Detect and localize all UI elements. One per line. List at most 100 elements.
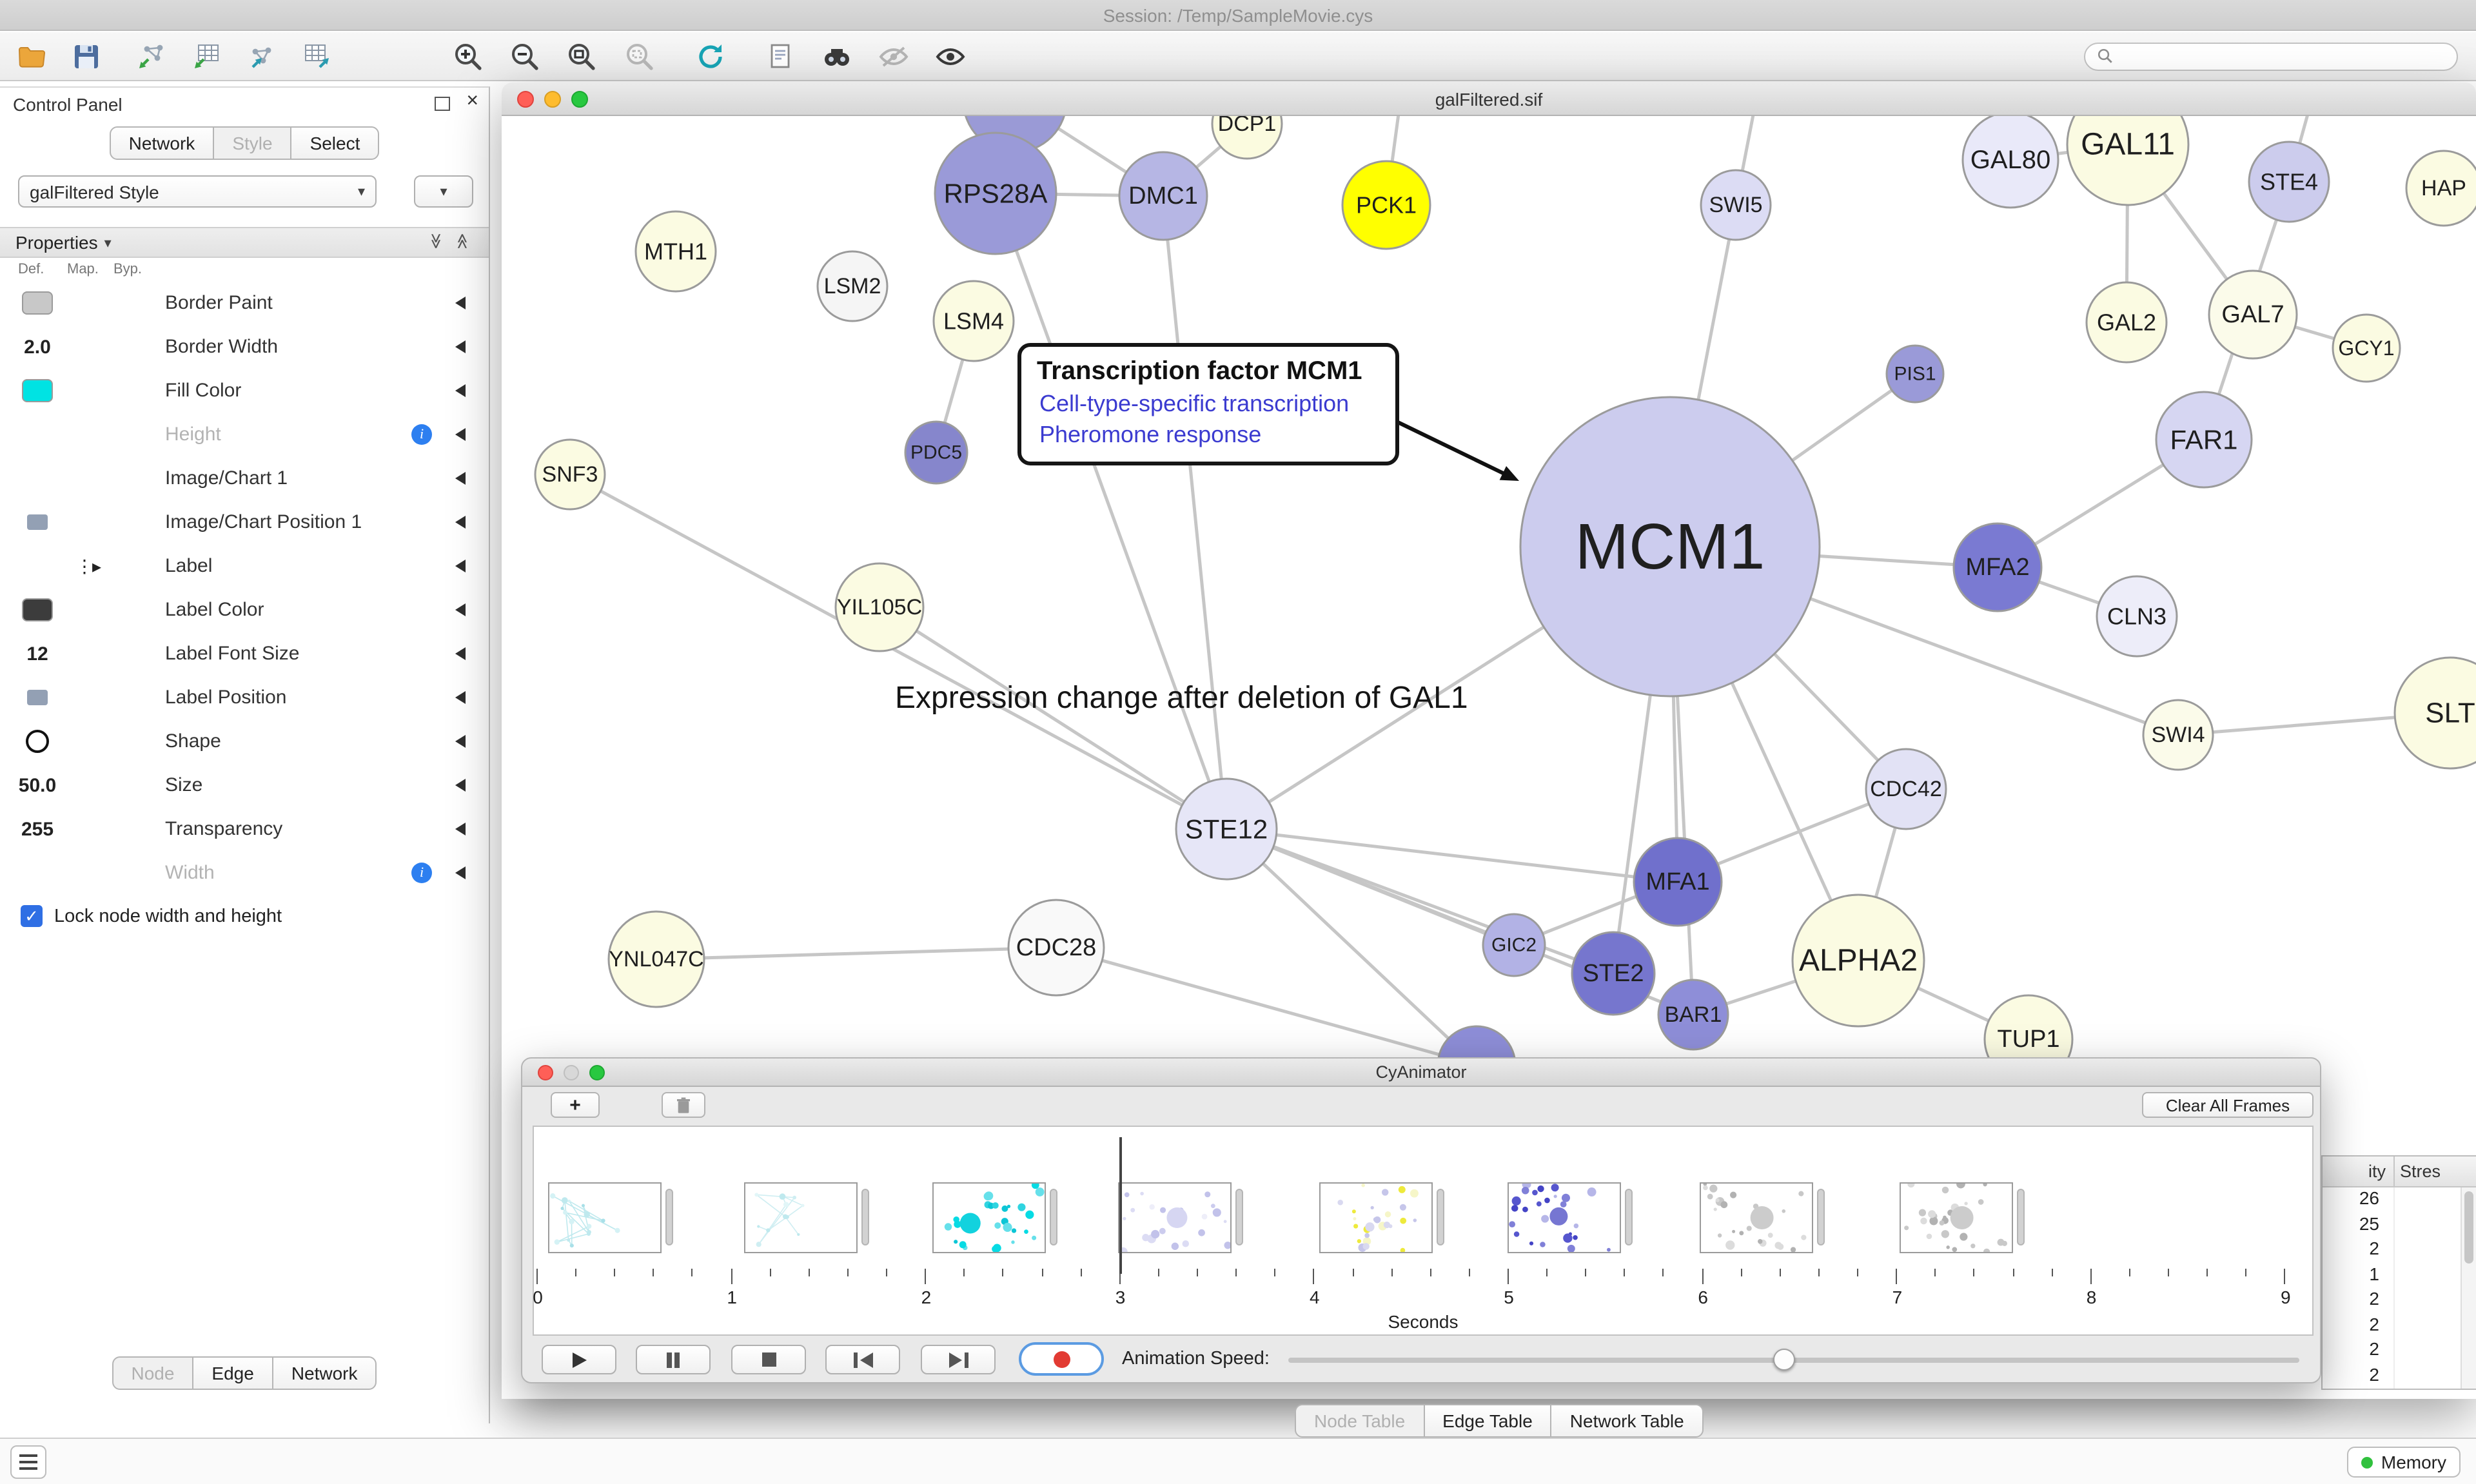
animation-frame-thumbnail[interactable] — [932, 1182, 1046, 1253]
pause-button[interactable] — [636, 1345, 711, 1374]
frame-grip-handle[interactable] — [1050, 1189, 1057, 1245]
tab-select[interactable]: Select — [290, 126, 380, 160]
network-node-PDC5[interactable] — [904, 420, 968, 485]
expand-row-icon[interactable] — [455, 735, 466, 748]
mapping-cell[interactable]: ⋮▸ — [75, 555, 101, 576]
import-table-icon[interactable] — [190, 39, 223, 73]
network-edge[interactable] — [1056, 946, 1477, 1067]
network-node-GAL11[interactable] — [2066, 116, 2190, 206]
property-row-fill-color[interactable]: Fill Color — [0, 369, 489, 413]
animation-frame-thumbnail[interactable] — [1700, 1182, 1813, 1253]
network-node-PIS1[interactable] — [1885, 344, 1945, 404]
annotation-icon[interactable] — [763, 39, 797, 73]
zoom-window-icon[interactable] — [571, 90, 588, 107]
default-value-cell[interactable]: 2.0 — [24, 336, 51, 358]
table-scrollbar[interactable] — [2461, 1187, 2476, 1389]
animation-frame-thumbnail[interactable] — [1319, 1182, 1433, 1253]
close-window-icon[interactable] — [538, 1064, 553, 1080]
previous-frame-button[interactable] — [825, 1345, 900, 1374]
add-frame-button[interactable]: + — [551, 1092, 600, 1118]
show-all-icon[interactable] — [934, 39, 967, 73]
tab-node[interactable]: Node — [112, 1356, 194, 1390]
network-edge[interactable] — [1161, 195, 1228, 830]
search-box[interactable] — [2084, 42, 2458, 70]
default-value-cell[interactable] — [10, 281, 64, 325]
default-value-cell[interactable]: 12 — [26, 643, 48, 665]
tab-edge-table[interactable]: Edge Table — [1423, 1404, 1552, 1438]
style-options-button[interactable]: ▾ — [414, 175, 473, 208]
network-node-HAP[interactable] — [2405, 150, 2476, 227]
table-row[interactable]: 1 — [2323, 1263, 2476, 1288]
default-value-cell[interactable] — [10, 369, 64, 413]
network-node-DCP1[interactable] — [1211, 116, 1283, 160]
expand-row-icon[interactable] — [455, 779, 466, 792]
frame-grip-handle[interactable] — [1817, 1189, 1825, 1245]
info-icon[interactable]: i — [411, 863, 432, 883]
network-node-PCK1[interactable] — [1341, 160, 1431, 250]
network-node-MFA1[interactable] — [1633, 837, 1723, 927]
export-table-icon[interactable] — [300, 39, 334, 73]
mapping-cell[interactable] — [64, 325, 111, 369]
mapping-cell[interactable] — [64, 676, 111, 719]
table-row[interactable]: 2 — [2323, 1363, 2476, 1389]
property-row-image-chart-1[interactable]: Image/Chart 1 — [0, 456, 489, 500]
expand-row-icon[interactable] — [455, 428, 466, 441]
network-node-CDC42[interactable] — [1865, 748, 1947, 830]
table-row[interactable]: 2 — [2323, 1313, 2476, 1338]
mapping-cell[interactable] — [64, 369, 111, 413]
network-node-YIL105C[interactable] — [834, 562, 925, 652]
mapping-cell[interactable] — [64, 807, 111, 851]
animation-frame-thumbnail[interactable] — [744, 1182, 858, 1253]
network-edge[interactable] — [878, 605, 1228, 831]
mapping-cell[interactable] — [64, 500, 111, 544]
frame-grip-handle[interactable] — [665, 1189, 673, 1245]
property-row-label-position[interactable]: Label Position — [0, 676, 489, 719]
hide-selected-icon[interactable] — [877, 39, 910, 73]
animation-frame-thumbnail[interactable] — [548, 1182, 662, 1253]
lock-checkbox[interactable]: ✓ — [21, 905, 43, 927]
expand-row-icon[interactable] — [455, 691, 466, 704]
properties-section-header[interactable]: Properties ▾ ≫ ≫ — [0, 227, 489, 258]
default-value-cell[interactable] — [10, 851, 64, 895]
default-value-cell[interactable] — [10, 719, 64, 763]
table-row[interactable]: 2 — [2323, 1338, 2476, 1363]
network-node-MCM1[interactable] — [1519, 396, 1821, 698]
tab-edge[interactable]: Edge — [192, 1356, 273, 1390]
table-row[interactable]: 26 — [2323, 1187, 2476, 1213]
clear-all-frames-button[interactable]: Clear All Frames — [2142, 1092, 2314, 1118]
network-node-MTH1[interactable] — [634, 210, 717, 293]
mapping-cell[interactable] — [64, 632, 111, 676]
cyanimator-titlebar[interactable]: CyAnimator — [522, 1059, 2320, 1087]
stop-button[interactable] — [731, 1345, 806, 1374]
default-value-cell[interactable] — [10, 544, 64, 588]
info-icon[interactable]: i — [411, 424, 432, 445]
network-node-MFA2[interactable] — [1952, 522, 2043, 612]
tab-network[interactable]: Network — [271, 1356, 377, 1390]
slider-thumb[interactable] — [1773, 1349, 1796, 1371]
network-edge[interactable] — [1225, 828, 1478, 1066]
zoom-fit-icon[interactable] — [565, 39, 598, 73]
animation-frame-thumbnail[interactable] — [1900, 1182, 2013, 1253]
default-value-cell[interactable] — [10, 500, 64, 544]
close-icon[interactable]: × — [466, 90, 478, 112]
property-row-label[interactable]: ⋮▸Label — [0, 544, 489, 588]
frame-grip-handle[interactable] — [1235, 1189, 1243, 1245]
network-node-GAL7[interactable] — [2208, 269, 2298, 360]
tab-network-table[interactable]: Network Table — [1550, 1404, 1704, 1438]
network-node-CLN3[interactable] — [2096, 575, 2178, 658]
first-neighbors-icon[interactable] — [820, 39, 854, 73]
default-value-cell[interactable]: 255 — [21, 818, 54, 840]
network-node-STE2[interactable] — [1571, 931, 1656, 1016]
playhead[interactable] — [1119, 1137, 1122, 1274]
save-session-icon[interactable] — [70, 39, 103, 73]
network-node-DMC1[interactable] — [1118, 151, 1208, 241]
annotation-link[interactable]: Pheromone response — [1039, 422, 1262, 447]
table-row[interactable]: 2 — [2323, 1238, 2476, 1263]
property-row-image-chart-position-1[interactable]: Image/Chart Position 1 — [0, 500, 489, 544]
network-node-GIC2[interactable] — [1482, 913, 1546, 977]
